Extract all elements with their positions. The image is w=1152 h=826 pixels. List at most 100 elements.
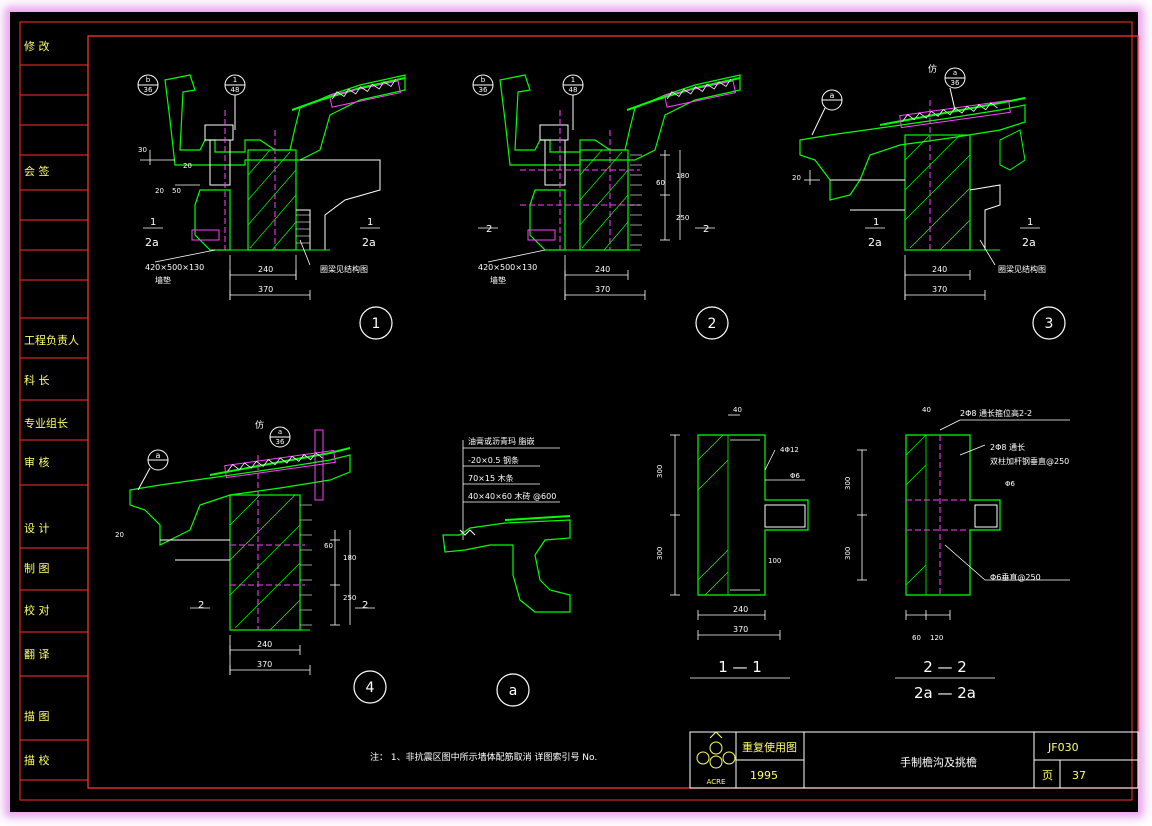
sec-right-top: 1: [367, 217, 373, 228]
drawing-title: 手制檐沟及挑檐: [900, 755, 977, 769]
detail-3: [799, 67, 1066, 340]
sec-left-top: 1: [150, 217, 156, 228]
dim-20: 20: [792, 174, 801, 182]
note-1: 2Φ8 通长箍位高2-2: [960, 408, 1032, 418]
note-pad: 墙垫: [155, 275, 171, 285]
detail-2-number: 2: [708, 316, 717, 332]
dim-20: 20: [115, 531, 124, 539]
note-beam: 圈梁见结构图: [320, 264, 368, 274]
dim-100: 100: [768, 557, 781, 565]
dim-250: 250: [676, 214, 689, 222]
detail-4: [129, 426, 387, 704]
dim-240: 240: [733, 605, 748, 614]
tag-b-sheet: 36: [144, 86, 153, 94]
note-beam: 圈梁见结构图: [998, 264, 1046, 274]
side-label-review: 审 核: [24, 455, 50, 469]
dim-60: 60: [912, 634, 921, 642]
dim-370: 370: [595, 285, 610, 294]
tag-a-letter: a: [953, 69, 957, 77]
dim-120: 120: [930, 634, 943, 642]
sec-right: 2: [362, 600, 368, 611]
dim-240: 240: [932, 265, 947, 274]
dim-300b: 300: [656, 547, 664, 560]
tag-fang: 仿: [255, 419, 264, 431]
tag-1-sheet: 48: [231, 86, 240, 94]
page-number: 37: [1072, 769, 1086, 782]
dim-240: 240: [258, 265, 273, 274]
tag-a-sheet: 36: [276, 438, 285, 446]
note-line-1: 油膏或沥青玛 脂嵌: [468, 436, 535, 446]
detail-2-text: b 36 1 48 240 370 180 250 60 420×500×130…: [478, 76, 716, 332]
sec-left-bot: 2a: [145, 236, 159, 249]
note-3: 双柱加杆钢垂直@250: [990, 456, 1069, 466]
dim-50: 50: [172, 187, 181, 195]
dim-370: 370: [257, 660, 272, 669]
side-label-revise: 修 改: [24, 39, 50, 53]
note-block: 420×500×130: [478, 263, 537, 272]
detail-a-number: a: [509, 683, 518, 699]
drawing-code: JF030: [1047, 741, 1079, 754]
outer-border: [19, 21, 1133, 801]
note-block: 420×500×130: [145, 263, 204, 272]
sec-right: 2: [703, 224, 709, 235]
sec-right-bot: 2a: [362, 236, 376, 249]
side-label-countersign: 会 签: [24, 164, 50, 178]
general-note: 注： 1、非抗震区图中所示墙体配筋取消 详图索引号 No.: [370, 751, 597, 763]
detail-1: [137, 74, 406, 340]
detail-a-text: 油膏或沥青玛 脂嵌 -20×0.5 钢条 70×15 木条 40×40×60 木…: [468, 436, 556, 699]
side-label-trace: 描 图: [24, 709, 50, 723]
tag-1-num: 1: [233, 76, 237, 84]
side-label-section_chief: 科 长: [24, 373, 50, 387]
dim-30: 30: [138, 146, 147, 154]
section-title-top: 2 — 2: [923, 658, 967, 676]
detail-a: [442, 440, 571, 707]
dim-60: 60: [656, 179, 665, 187]
note-tie: Φ6: [1005, 480, 1016, 488]
sec-left: 2: [198, 600, 204, 611]
title-block: [689, 731, 1139, 789]
sec-left-bot: 2a: [868, 236, 882, 249]
side-panel: [20, 64, 88, 781]
detail-4-number: 4: [366, 680, 375, 696]
note-line-3: 70×15 木条: [468, 473, 514, 483]
section-2-2-text: 40 300 300 60 120 2Φ8 通长箍位高2-2 2Φ8 通长 双柱…: [844, 406, 1069, 702]
note-tie: Φ6: [790, 472, 801, 480]
tag-b-letter: b: [146, 76, 151, 84]
section-2-2: [857, 419, 1070, 679]
dim-300a: 300: [656, 465, 664, 478]
dim-180: 180: [343, 554, 356, 562]
section-1-1-text: 40 300 300 100 240 370 4Φ12 Φ6 1 — 1: [656, 406, 801, 676]
note-pad: 墙垫: [490, 275, 506, 285]
dim-20: 20: [183, 162, 192, 170]
detail-1-number: 1: [372, 316, 381, 332]
year: 1995: [750, 769, 778, 782]
tag-a-sheet: 36: [951, 79, 960, 87]
dim-60: 60: [324, 542, 333, 550]
sec-left: 2: [486, 224, 492, 235]
note-rebar: 4Φ12: [780, 446, 799, 454]
tag-a-letter: a: [278, 428, 282, 436]
side-label-translate: 翻 译: [24, 647, 50, 661]
side-label-design: 设 计: [24, 522, 50, 535]
section-title: 1 — 1: [718, 658, 762, 676]
dim-180: 180: [676, 172, 689, 180]
side-label-trace_check: 描 校: [24, 753, 50, 767]
detail-2: [472, 74, 741, 340]
dim-300b: 300: [844, 547, 852, 560]
tag-small: a: [156, 451, 161, 460]
side-label-engineer: 工程负责人: [24, 333, 79, 347]
side-label-draft: 制 图: [24, 562, 50, 575]
dim-40: 40: [922, 406, 931, 414]
dim-240: 240: [595, 265, 610, 274]
detail-3-number: 3: [1045, 316, 1054, 332]
dim-370: 370: [258, 285, 273, 294]
dim-250: 250: [343, 594, 356, 602]
tag-b-sheet: 36: [479, 86, 488, 94]
logo-text: ACRE: [707, 778, 726, 786]
footer-text: 注： 1、非抗震区图中所示墙体配筋取消 详图索引号 No. ACRE 重复使用图…: [370, 740, 1086, 786]
note-2: 2Φ8 通长: [990, 442, 1025, 452]
note-line-4: 40×40×60 木砖 @600: [468, 491, 556, 501]
